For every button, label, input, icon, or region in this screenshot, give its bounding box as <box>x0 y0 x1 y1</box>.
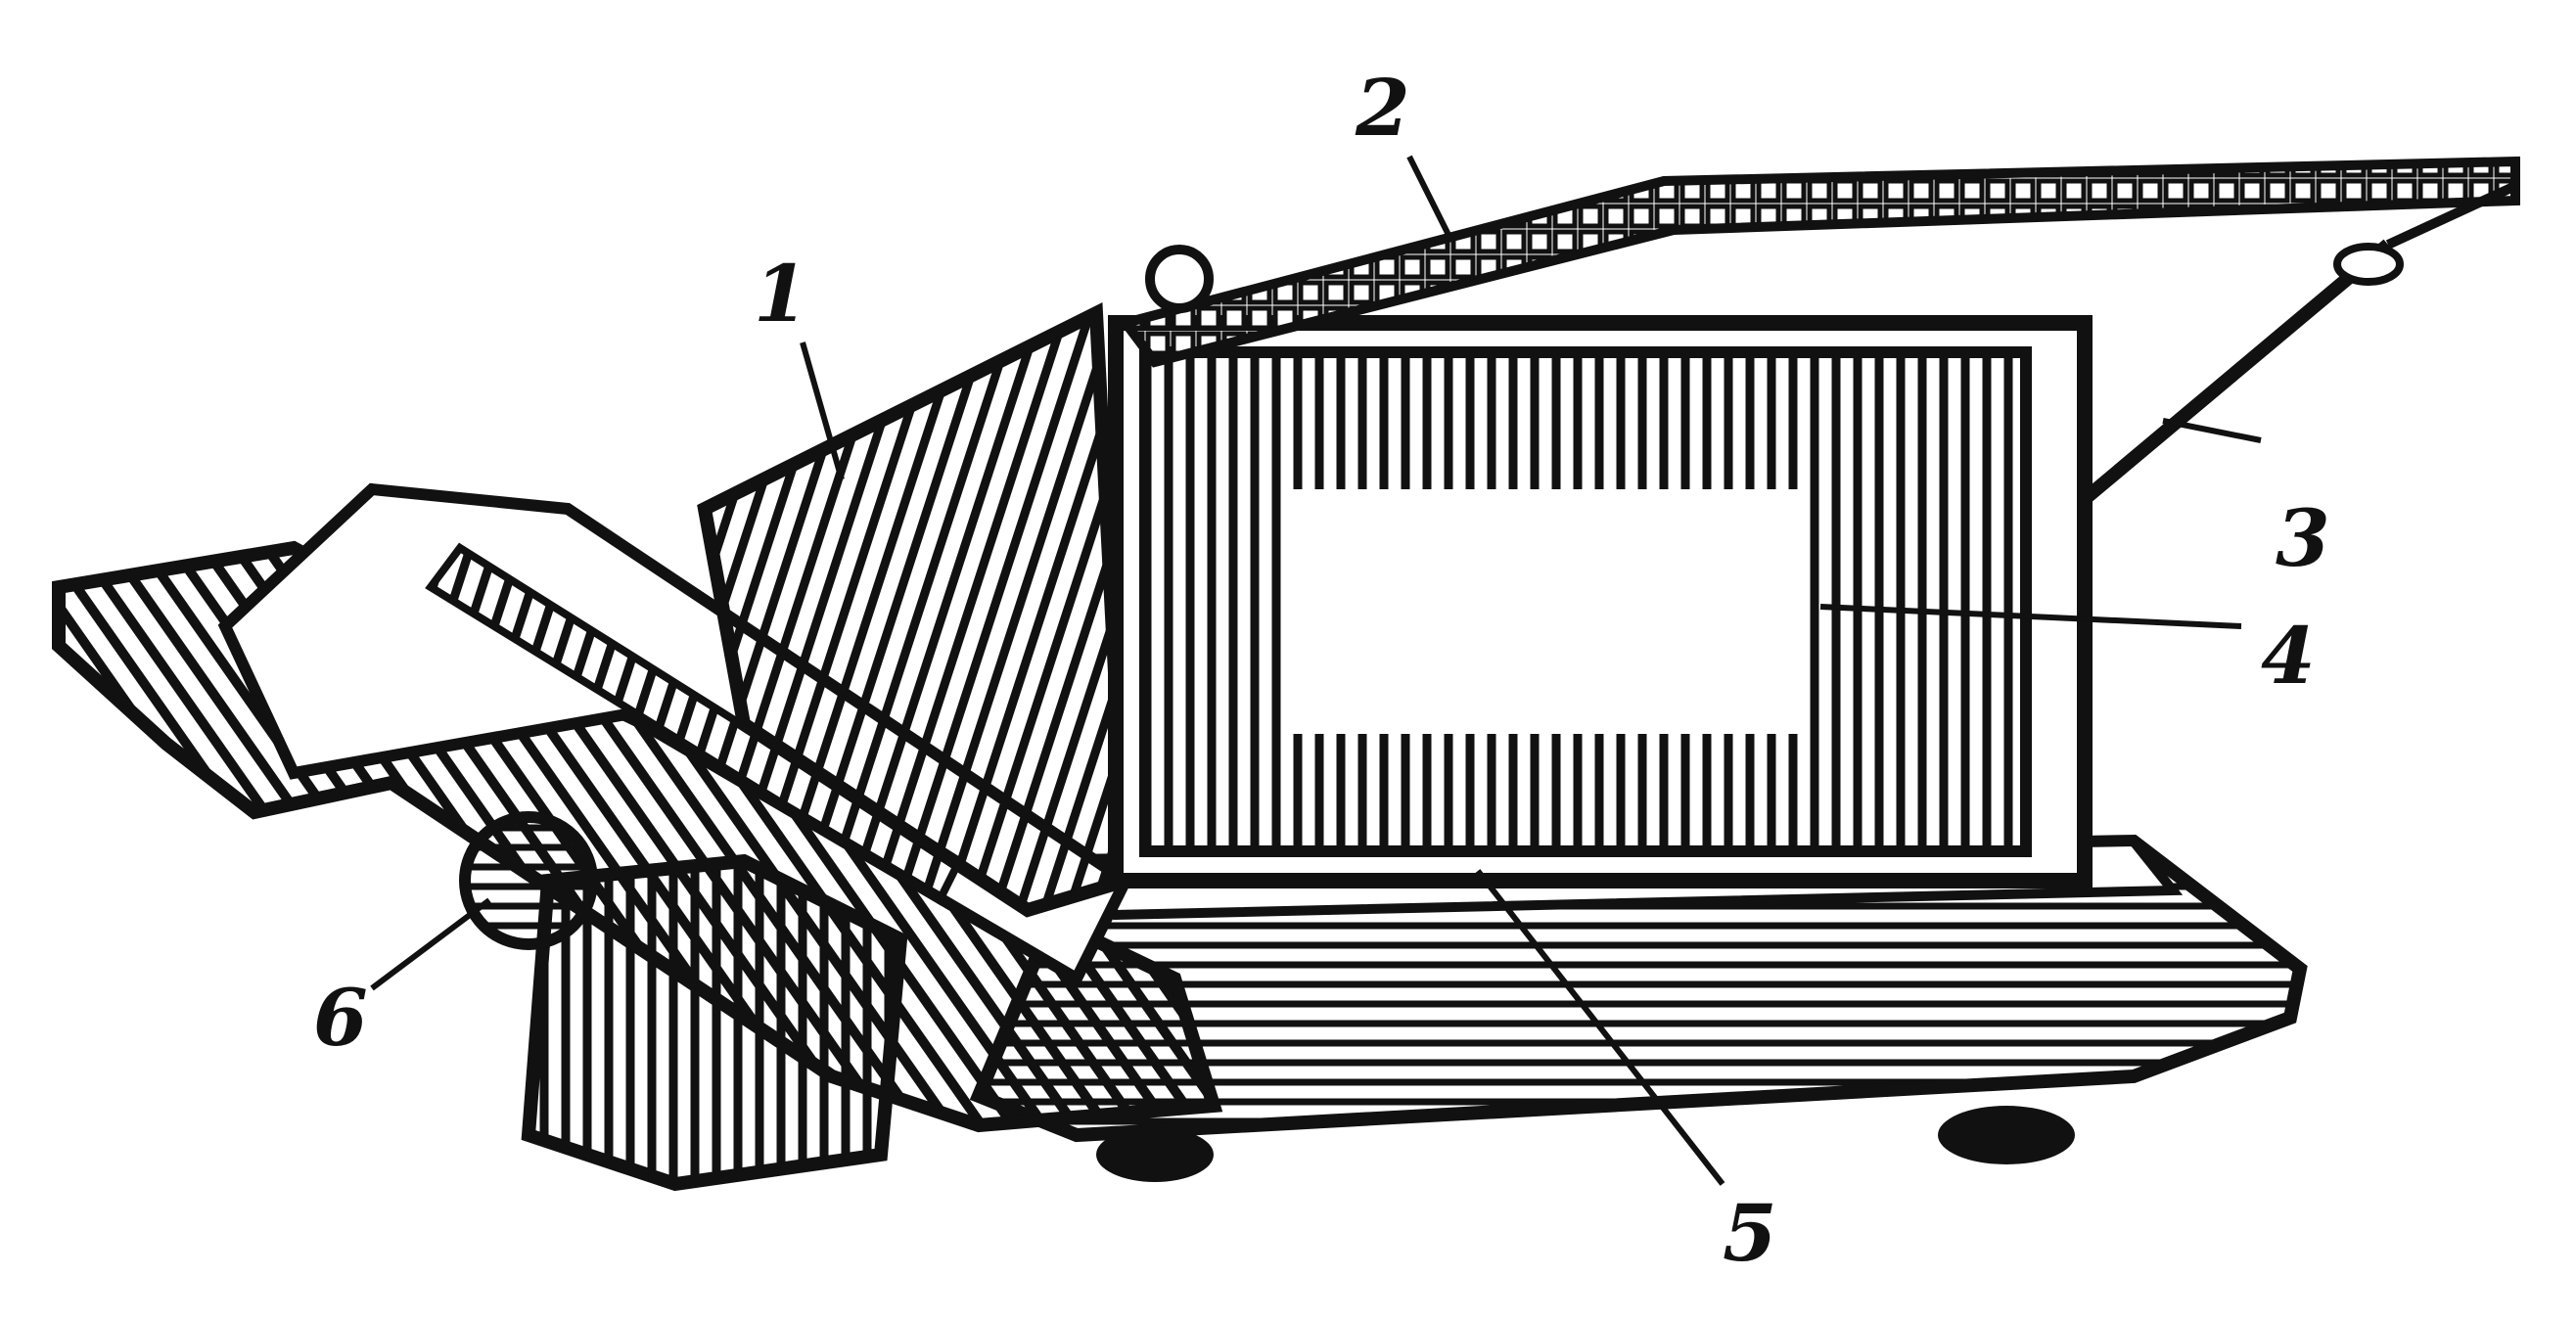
top-chain-2 <box>1117 156 2520 368</box>
leader-line-4 <box>1819 604 2242 629</box>
callout-label-1: 1 <box>754 248 808 340</box>
leader-line-2 <box>1406 155 1451 237</box>
tension-rod-3 <box>2080 181 2518 505</box>
side-wall-1 <box>697 301 1133 918</box>
leader-lines <box>370 155 2262 1186</box>
drive-gear-6 <box>459 811 598 950</box>
hopper-frame-4 <box>1108 315 2093 888</box>
leader-line-5 <box>1475 869 1725 1186</box>
callout-label-3: 3 <box>2276 492 2330 584</box>
leader-line-3 <box>2162 418 2262 443</box>
callout-label-2: 2 <box>1356 62 1410 154</box>
inclined-trough <box>52 482 1223 1133</box>
callout-label-5: 5 <box>1723 1187 1777 1279</box>
base-wheels <box>1096 1106 2075 1182</box>
callout-label-6: 6 <box>313 972 368 1064</box>
leader-line-6 <box>370 897 491 991</box>
callout-label-4: 4 <box>2261 610 2316 702</box>
leader-line-1 <box>800 342 845 480</box>
